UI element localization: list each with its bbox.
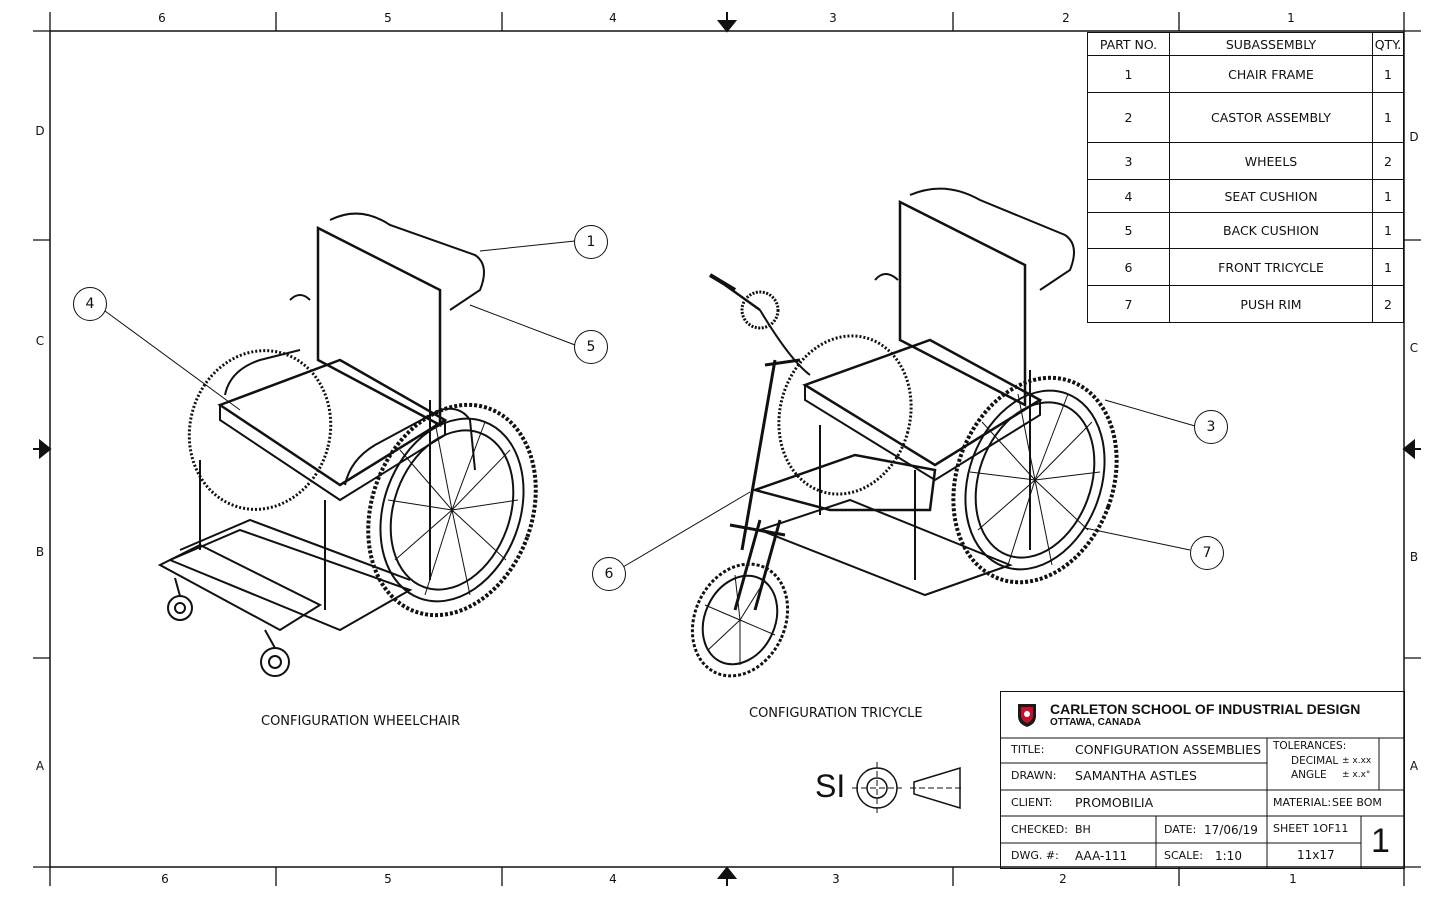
bom-part: 1 <box>1087 55 1170 93</box>
zone-col-1-top: 1 <box>1287 11 1295 25</box>
zone-row-d-left: D <box>35 124 45 138</box>
zone-row-d-right: D <box>1409 130 1419 144</box>
zone-col-4-bottom: 4 <box>609 872 617 886</box>
drawn-by: SAMANTHA ASTLES <box>1075 768 1197 783</box>
zone-row-c-right: C <box>1409 341 1419 355</box>
client: PROMOBILIA <box>1075 795 1154 810</box>
third-angle-projection-icon <box>852 762 964 814</box>
balloon-4: 4 <box>73 287 107 321</box>
date-label: DATE: <box>1164 823 1197 836</box>
client-label: CLIENT: <box>1011 796 1053 809</box>
sheet-number: SHEET 1OF11 <box>1273 822 1349 835</box>
tolerances-label: TOLERANCES: <box>1273 740 1347 752</box>
bom-table: PART NO. SUBASSEMBLY QTY. 1 CHAIR FRAME … <box>1087 32 1404 323</box>
caption-tricycle: CONFIGURATION TRICYCLE <box>749 706 923 721</box>
carleton-crest-icon <box>1018 704 1036 727</box>
school-name: CARLETON SCHOOL OF INDUSTRIAL DESIGN <box>1050 701 1361 717</box>
zone-row-a-left: A <box>35 759 45 773</box>
bom-row: 5 BACK CUSHION 1 <box>1087 212 1404 249</box>
angle-tolerance: ± x.x° <box>1342 770 1371 780</box>
decimal-tolerance: ± x.xx <box>1342 756 1372 766</box>
bom-row: 1 CHAIR FRAME 1 <box>1087 55 1404 93</box>
zone-row-b-right: B <box>1409 550 1419 564</box>
drawn-label: DRAWN: <box>1011 769 1057 782</box>
title-block: CARLETON SCHOOL OF INDUSTRIAL DESIGN OTT… <box>1000 691 1405 869</box>
date: 17/06/19 <box>1204 823 1258 837</box>
zone-col-3-top: 3 <box>829 11 837 25</box>
bom-subassembly: PUSH RIM <box>1169 285 1373 323</box>
bom-header-qty: QTY. <box>1372 32 1404 56</box>
zone-col-2-bottom: 2 <box>1059 872 1067 886</box>
balloon-3: 3 <box>1194 410 1228 444</box>
bom-part: 3 <box>1087 142 1170 180</box>
bom-part: 6 <box>1087 248 1170 286</box>
bom-row: 7 PUSH RIM 2 <box>1087 285 1404 323</box>
zone-row-a-right: A <box>1409 759 1419 773</box>
bom-subassembly: CHAIR FRAME <box>1169 55 1373 93</box>
caption-wheelchair: CONFIGURATION WHEELCHAIR <box>261 714 461 729</box>
zone-col-4-top: 4 <box>609 11 617 25</box>
bom-row: 6 FRONT TRICYCLE 1 <box>1087 248 1404 286</box>
bom-qty: 1 <box>1372 179 1404 213</box>
bom-qty: 1 <box>1372 55 1404 93</box>
bom-subassembly: FRONT TRICYCLE <box>1169 248 1373 286</box>
bom-row: 3 WHEELS 2 <box>1087 142 1404 180</box>
tricycle-drawing <box>690 187 1119 678</box>
zone-col-2-top: 2 <box>1062 11 1070 25</box>
zone-col-5-bottom: 5 <box>384 872 392 886</box>
checked-label: CHECKED: <box>1011 823 1068 836</box>
drawing-title: CONFIGURATION ASSEMBLIES <box>1075 742 1262 757</box>
title-block-grid <box>1001 737 1404 868</box>
balloon-1: 1 <box>574 225 608 259</box>
bom-part: 7 <box>1087 285 1170 323</box>
school-location: OTTAWA, CANADA <box>1050 717 1141 728</box>
zone-col-6-bottom: 6 <box>161 872 169 886</box>
bom-qty: 2 <box>1372 285 1404 323</box>
bom-row: 2 CASTOR ASSEMBLY 1 <box>1087 92 1404 143</box>
material-label: MATERIAL: <box>1273 796 1332 809</box>
zone-row-c-left: C <box>35 334 45 348</box>
bom-qty: 1 <box>1372 92 1404 143</box>
units-label: SI <box>815 768 846 804</box>
balloon-6: 6 <box>592 557 626 591</box>
zone-col-3-bottom: 3 <box>832 872 840 886</box>
angle-label: ANGLE <box>1291 769 1327 781</box>
wheelchair-drawing <box>157 212 538 677</box>
bom-subassembly: BACK CUSHION <box>1169 212 1373 249</box>
dwg-label: DWG. #: <box>1011 849 1059 862</box>
balloon-7: 7 <box>1190 536 1224 570</box>
paper-size: 11x17 <box>1297 848 1335 862</box>
bom-subassembly: CASTOR ASSEMBLY <box>1169 92 1373 143</box>
bom-part: 5 <box>1087 212 1170 249</box>
balloon-5: 5 <box>574 330 608 364</box>
bom-qty: 2 <box>1372 142 1404 180</box>
checked-by: BH <box>1075 823 1091 836</box>
revision: 1 <box>1371 822 1390 860</box>
dwg-number: AAA-111 <box>1075 849 1128 863</box>
bom-qty: 1 <box>1372 212 1404 249</box>
scale-label: SCALE: <box>1164 849 1203 862</box>
zone-col-1-bottom: 1 <box>1289 872 1297 886</box>
zone-col-6-top: 6 <box>158 11 166 25</box>
decimal-label: DECIMAL <box>1291 755 1339 767</box>
zone-col-5-top: 5 <box>384 11 392 25</box>
bom-part: 2 <box>1087 92 1170 143</box>
scale: 1:10 <box>1215 849 1242 863</box>
zone-row-b-left: B <box>35 545 45 559</box>
bom-subassembly: WHEELS <box>1169 142 1373 180</box>
title-label: TITLE: <box>1011 743 1045 756</box>
material: SEE BOM <box>1332 796 1382 809</box>
